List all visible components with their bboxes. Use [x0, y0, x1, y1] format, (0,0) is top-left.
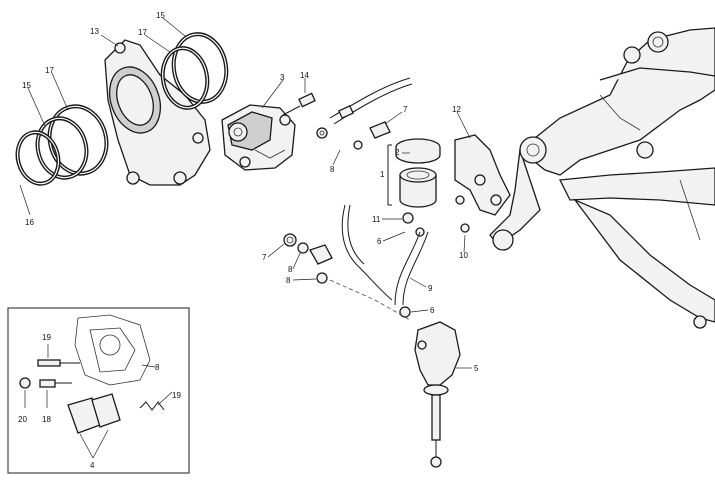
- callout-labels: 13 15 17 15 17 16 3 14 7 8 12 2 1 11 6 1…: [18, 11, 479, 470]
- callout-10: 10: [459, 251, 468, 260]
- leader-lines: [19, 17, 472, 459]
- callout-8-upper: 8: [330, 165, 335, 174]
- callout-19-inset-left: 19: [42, 333, 51, 342]
- callout-5: 5: [474, 364, 479, 373]
- callout-12: 12: [452, 105, 461, 114]
- callout-6-lower: 6: [430, 306, 435, 315]
- hose-clamps: [283, 212, 425, 318]
- callout-6-upper: 6: [377, 237, 382, 246]
- callout-7-upper: 7: [403, 105, 408, 114]
- callout-1: 1: [380, 170, 385, 179]
- callout-17-upper: 17: [138, 28, 147, 37]
- callout-20: 20: [18, 415, 27, 424]
- brake-fluid-reservoir: [387, 138, 441, 208]
- callout-13: 13: [90, 27, 99, 36]
- reservoir-hose: [394, 231, 429, 306]
- callout-8-lower: 8: [286, 276, 291, 285]
- callout-2: 2: [395, 148, 400, 157]
- caliper-bolt: [282, 92, 316, 116]
- callout-14: 14: [300, 71, 309, 80]
- brake-hose-upper: [316, 77, 413, 150]
- callout-11: 11: [372, 215, 381, 224]
- callout-9: 9: [428, 284, 433, 293]
- reservoir-bracket: [454, 134, 511, 233]
- callout-4: 4: [90, 461, 95, 470]
- callout-15-upper: 15: [156, 11, 165, 20]
- callout-8-inset: 8: [155, 363, 160, 372]
- callout-7-lower: 7: [262, 253, 267, 262]
- callout-8-middle: 8: [288, 265, 293, 274]
- callout-15-left: 15: [22, 81, 31, 90]
- callout-19-inset-right: 19: [172, 391, 181, 400]
- callout-17-left: 17: [45, 66, 54, 75]
- piston-seal-rings-left: [15, 104, 109, 186]
- callout-16: 16: [25, 218, 34, 227]
- callout-18: 18: [42, 415, 51, 424]
- piston-seal-rings-upper: [160, 32, 229, 110]
- master-cylinder: [414, 321, 461, 468]
- brake-caliper: [221, 104, 296, 171]
- detail-inset: [7, 307, 190, 474]
- frame: [489, 27, 715, 329]
- caliper-bracket: [104, 39, 211, 186]
- brake-line-routing: [329, 204, 411, 321]
- callout-3: 3: [280, 73, 285, 82]
